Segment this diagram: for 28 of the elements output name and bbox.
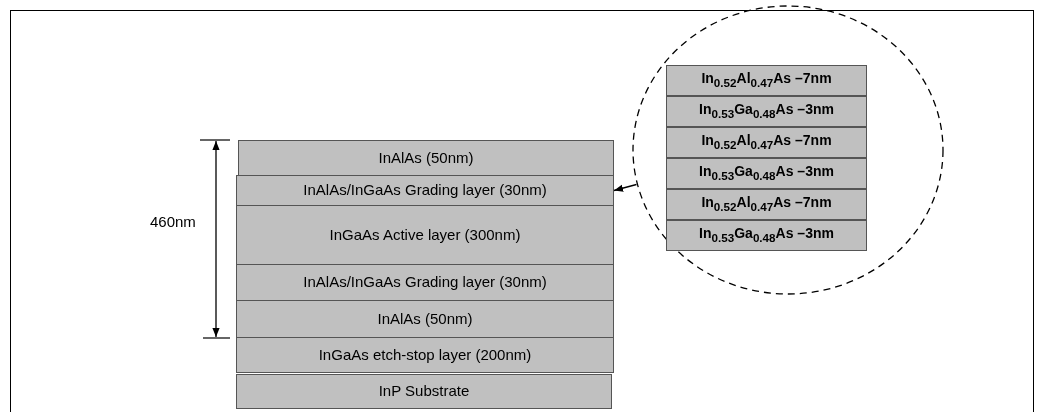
layer-label: InAlAs (50nm) (377, 310, 473, 328)
dimension-label: 460nm (150, 213, 196, 230)
layer-box (236, 264, 614, 301)
layer-label: InAlAs/InGaAs Grading layer (30nm) (303, 274, 547, 291)
layer-label: InP Substrate (378, 383, 470, 400)
layer-box (666, 96, 867, 127)
layer-box (238, 140, 614, 176)
layer-label: In$_{0.52}$Al$_{0.47}$As –7nm (701, 133, 832, 152)
layer-box (236, 337, 614, 373)
layer-box (666, 158, 867, 189)
layer-box (236, 205, 614, 265)
layer-box (666, 127, 867, 158)
layer-label: In$_{0.53}$Ga$_{0.48}$As –3nm (699, 164, 834, 183)
layer-box (666, 220, 867, 251)
layer-label: In$_{0.53}$Ga$_{0.48}$As –3nm (699, 102, 834, 121)
layer-label: InAlAs (50nm) (378, 149, 474, 167)
layer-label: InGaAs Active layer (300nm) (329, 226, 521, 244)
arrow (613, 183, 638, 192)
layer-label: InGaAs etch-stop layer (200nm) (318, 346, 532, 364)
layer-box (236, 300, 614, 338)
layer-label: In$_{0.53}$Ga$_{0.48}$As –3nm (699, 226, 834, 245)
layer-box (236, 374, 612, 409)
layer-box (666, 189, 867, 220)
layer-label: InAlAs/InGaAs Grading layer (30nm) (303, 182, 547, 199)
layer-label: In$_{0.52}$Al$_{0.47}$As –7nm (701, 195, 832, 214)
layer-box (236, 175, 614, 206)
layer-label: In$_{0.52}$Al$_{0.47}$As –7nm (701, 71, 832, 90)
layer-box (666, 65, 867, 96)
